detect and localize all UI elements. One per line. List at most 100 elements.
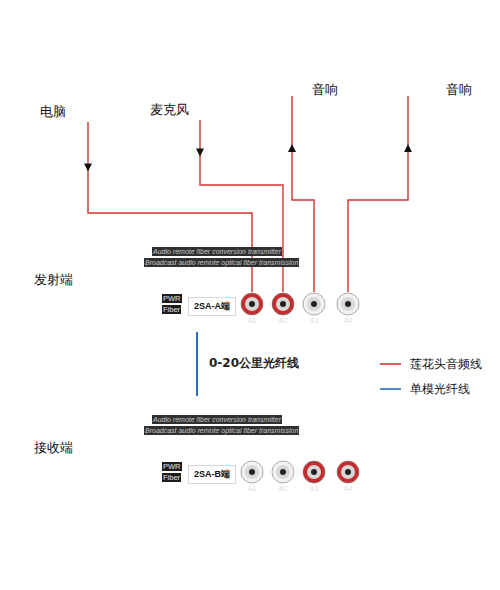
rca-jack (240, 460, 264, 484)
legend-line (380, 363, 401, 365)
jack-ring (241, 293, 263, 315)
mic-handle (174, 76, 200, 100)
speaker-icon: 音响 (372, 4, 480, 96)
housing-top (118, 398, 382, 458)
jack-ring (241, 461, 263, 483)
rca-port: A4 (336, 460, 360, 493)
jack-hole (249, 301, 255, 307)
woofer (450, 49, 468, 67)
satellite-speaker (238, 20, 264, 76)
satellite-speaker (312, 20, 338, 76)
rca-port: A4 (336, 292, 360, 325)
status-led (152, 476, 156, 480)
connector-line (348, 96, 408, 292)
jack-sleeve (245, 465, 259, 479)
woofer (272, 36, 304, 68)
model-text: 2SA-A端 (194, 301, 230, 312)
connector-line (196, 332, 198, 396)
jack-hole (345, 469, 351, 475)
tower-side (34, 34, 40, 94)
woofer-cap (417, 47, 427, 57)
audio-wire (60, 470, 252, 590)
jack-ring (303, 461, 325, 483)
port-label: A4 (336, 316, 360, 325)
legend-text: 单模光纤线 (410, 381, 470, 397)
arrowhead (344, 526, 352, 534)
jack-sleeve (307, 465, 321, 479)
arrowhead (288, 144, 296, 152)
jack-ring (272, 293, 294, 315)
audio-wire (348, 96, 412, 292)
subwoofer (266, 6, 310, 76)
housing-edge (118, 458, 382, 459)
arrowhead (84, 164, 92, 172)
rca-port: A2 (271, 460, 295, 493)
status-led (152, 465, 156, 469)
indicator-label: PWR (162, 294, 182, 303)
jack-ring (303, 293, 325, 315)
computer-drawing (30, 28, 125, 104)
satellite-speaker (372, 20, 398, 76)
rca-jack (336, 460, 360, 484)
port-label: A3 (302, 316, 326, 325)
monitor-stand (78, 88, 94, 99)
device-label: 电脑 (40, 104, 66, 120)
housing-top (118, 230, 382, 290)
satellite-speaker (446, 20, 472, 76)
mic-grille (160, 62, 176, 79)
computer-icon: 电脑 (30, 28, 125, 122)
rca-port: A1 (240, 292, 264, 325)
jack-sleeve (341, 465, 355, 479)
woofer (242, 49, 260, 67)
jack-ring (272, 461, 294, 483)
microphone-icon: 麦克风 (148, 60, 212, 120)
drive-slot (43, 48, 55, 50)
fiber-cable (197, 332, 198, 396)
tweeter (318, 27, 332, 41)
jack-ring (337, 461, 359, 483)
jack-hole (311, 301, 317, 307)
jack-hole (280, 469, 286, 475)
cable-label: 0-20公里光纤线 (207, 355, 301, 371)
tweeter (280, 14, 296, 30)
rca-jack (302, 460, 326, 484)
jack-sleeve (245, 297, 259, 311)
arrowhead (196, 149, 204, 157)
indicator-label: Fiber (162, 305, 181, 314)
monitor-frame (52, 30, 120, 90)
woofer (406, 36, 438, 68)
jack-sleeve (276, 297, 290, 311)
port-label: A1 (240, 484, 264, 493)
woofer-cap (283, 47, 293, 57)
jack-ring (337, 293, 359, 315)
jack-hole (311, 469, 317, 475)
tweeter (452, 27, 466, 41)
arrowhead (404, 144, 412, 152)
fiber-converter-box: Audio remote fiber conversion transmitte… (118, 228, 382, 332)
model-tag: 2SA-B端 (188, 465, 236, 484)
indicator-label: PWR (162, 462, 182, 471)
rca-port: A3 (302, 460, 326, 493)
rca-jack (302, 292, 326, 316)
rca-jack (271, 292, 295, 316)
speaker-icon: 音响 (238, 4, 346, 96)
jack-hole (249, 469, 255, 475)
fiber-converter-box: Audio remote fiber conversion transmitte… (118, 396, 382, 500)
housing-edge (148, 230, 374, 231)
speaker-drawing (372, 4, 472, 78)
woofer (316, 49, 334, 67)
device-label: 音响 (312, 82, 338, 98)
arrowhead (254, 546, 262, 554)
housing-front (118, 290, 382, 330)
subwoofer (400, 6, 444, 76)
legend-line (380, 388, 401, 390)
jack-sleeve (276, 465, 290, 479)
jack-sleeve (341, 297, 355, 311)
tweeter (414, 14, 430, 30)
tweeter (378, 27, 392, 41)
arrowhead (310, 551, 318, 559)
device-label: 麦克风 (150, 102, 189, 118)
converter-housing (118, 396, 382, 500)
housing-edge (118, 290, 382, 291)
microphone-drawing (154, 60, 214, 104)
